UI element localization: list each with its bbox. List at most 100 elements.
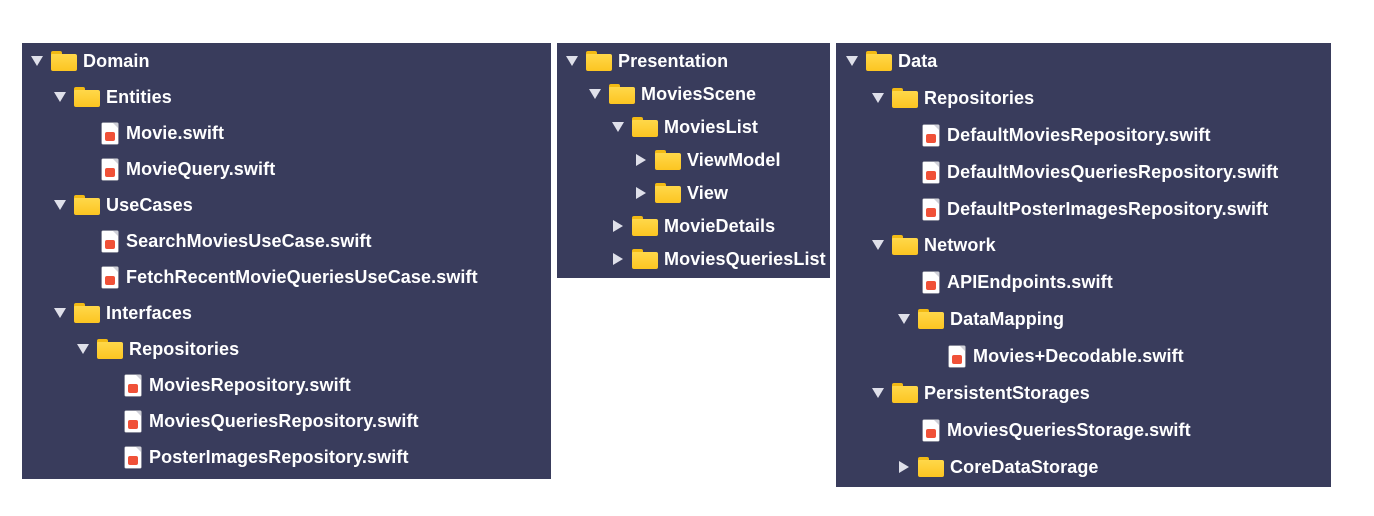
disclosure-expanded-icon[interactable] xyxy=(565,54,579,68)
folder-icon xyxy=(632,249,658,269)
tree-row-apiendpoints-swift[interactable]: APIEndpoints.swift xyxy=(836,268,1331,296)
disclosure-collapsed-icon[interactable] xyxy=(634,153,648,167)
tree-row-label: Interfaces xyxy=(106,302,193,323)
tree-row-posterimagesrepository-swift[interactable]: PosterImagesRepository.swift xyxy=(22,443,551,471)
disclosure-expanded-icon[interactable] xyxy=(871,238,885,252)
tree-row-label: DataMapping xyxy=(950,308,1065,329)
tree-row-moviedetails[interactable]: MovieDetails xyxy=(557,212,830,240)
folder-icon xyxy=(918,309,944,329)
tree-row-defaultmoviesrepository-swift[interactable]: DefaultMoviesRepository.swift xyxy=(836,121,1331,149)
folder-icon xyxy=(74,87,100,107)
tree-row-searchmoviesusecase-swift[interactable]: SearchMoviesUseCase.swift xyxy=(22,227,551,255)
tree-row-coredatastorage[interactable]: CoreDataStorage xyxy=(836,453,1331,481)
tree-row-label: FetchRecentMovieQueriesUseCase.swift xyxy=(126,266,478,287)
tree-row-network[interactable]: Network xyxy=(836,231,1331,259)
tree-row-moviesrepository-swift[interactable]: MoviesRepository.swift xyxy=(22,371,551,399)
disclosure-expanded-icon[interactable] xyxy=(588,87,602,101)
tree-row-view[interactable]: View xyxy=(557,179,830,207)
tree-row-label: Data xyxy=(898,50,938,71)
tree-row-label: MovieDetails xyxy=(664,215,776,236)
tree-row-datamapping[interactable]: DataMapping xyxy=(836,305,1331,333)
disclosure-expanded-icon[interactable] xyxy=(845,54,859,68)
tree-row-moviesquerieslist[interactable]: MoviesQueriesList xyxy=(557,245,830,273)
tree-row-label: ViewModel xyxy=(687,149,781,170)
folder-icon xyxy=(892,235,918,255)
tree-row-movie-swift[interactable]: Movie.swift xyxy=(22,119,551,147)
tree-row-label: Entities xyxy=(106,86,172,107)
disclosure-expanded-icon[interactable] xyxy=(871,91,885,105)
swift-file-icon xyxy=(923,161,939,183)
swift-file-icon xyxy=(923,198,939,220)
tree-row-viewmodel[interactable]: ViewModel xyxy=(557,146,830,174)
swift-file-icon xyxy=(125,410,141,432)
tree-row-presentation[interactable]: Presentation xyxy=(557,47,830,75)
swift-file-icon xyxy=(125,374,141,396)
tree-row-label: CoreDataStorage xyxy=(950,456,1099,477)
tree-row-domain[interactable]: Domain xyxy=(22,47,551,75)
tree-row-repositories[interactable]: Repositories xyxy=(836,84,1331,112)
disclosure-expanded-icon[interactable] xyxy=(30,54,44,68)
folder-icon xyxy=(632,117,658,137)
tree-row-data[interactable]: Data xyxy=(836,47,1331,75)
tree-row-label: SearchMoviesUseCase.swift xyxy=(126,230,372,251)
disclosure-expanded-icon[interactable] xyxy=(871,386,885,400)
domain-tree-panel: Domain Entities Movie.swift MovieQuery.s… xyxy=(22,43,551,479)
swift-file-icon xyxy=(923,271,939,293)
tree-row-defaultposterimagesrepository-swift[interactable]: DefaultPosterImagesRepository.swift xyxy=(836,195,1331,223)
tree-row-moviesqueriesstorage-swift[interactable]: MoviesQueriesStorage.swift xyxy=(836,416,1331,444)
tree-row-repositories[interactable]: Repositories xyxy=(22,335,551,363)
tree-row-label: DefaultMoviesQueriesRepository.swift xyxy=(947,161,1279,182)
folder-icon xyxy=(51,51,77,71)
tree-row-fetchrecentmoviequeriesusecase-swift[interactable]: FetchRecentMovieQueriesUseCase.swift xyxy=(22,263,551,291)
folder-icon xyxy=(74,303,100,323)
presentation-tree-panel: Presentation MoviesScene MoviesList View… xyxy=(557,43,830,278)
tree-row-usecases[interactable]: UseCases xyxy=(22,191,551,219)
tree-row-label: MoviesQueriesRepository.swift xyxy=(149,410,419,431)
swift-file-icon xyxy=(102,266,118,288)
swift-file-icon xyxy=(923,419,939,441)
tree-row-moviequery-swift[interactable]: MovieQuery.swift xyxy=(22,155,551,183)
disclosure-expanded-icon[interactable] xyxy=(611,120,625,134)
tree-row-movies-decodable-swift[interactable]: Movies+Decodable.swift xyxy=(836,342,1331,370)
folder-icon xyxy=(609,84,635,104)
folder-icon xyxy=(892,88,918,108)
tree-row-label: MoviesScene xyxy=(641,83,757,104)
tree-row-label: PosterImagesRepository.swift xyxy=(149,446,409,467)
tree-row-label: MoviesList xyxy=(664,116,759,137)
data-tree-panel: Data Repositories DefaultMoviesRepositor… xyxy=(836,43,1331,487)
tree-row-label: DefaultMoviesRepository.swift xyxy=(947,124,1211,145)
folder-icon xyxy=(655,183,681,203)
folder-icon xyxy=(918,457,944,477)
tree-row-moviesscene[interactable]: MoviesScene xyxy=(557,80,830,108)
tree-row-interfaces[interactable]: Interfaces xyxy=(22,299,551,327)
tree-row-entities[interactable]: Entities xyxy=(22,83,551,111)
tree-row-persistentstorages[interactable]: PersistentStorages xyxy=(836,379,1331,407)
disclosure-expanded-icon[interactable] xyxy=(53,306,67,320)
folder-icon xyxy=(74,195,100,215)
folder-icon xyxy=(97,339,123,359)
disclosure-expanded-icon[interactable] xyxy=(76,342,90,356)
tree-row-label: Movies+Decodable.swift xyxy=(973,345,1184,366)
tree-row-defaultmoviesqueriesrepository-swift[interactable]: DefaultMoviesQueriesRepository.swift xyxy=(836,158,1331,186)
tree-row-label: MoviesQueriesStorage.swift xyxy=(947,419,1191,440)
tree-row-moviesqueriesrepository-swift[interactable]: MoviesQueriesRepository.swift xyxy=(22,407,551,435)
tree-row-label: MoviesQueriesList xyxy=(664,248,826,269)
disclosure-collapsed-icon[interactable] xyxy=(611,252,625,266)
tree-row-label: Repositories xyxy=(129,338,240,359)
disclosure-expanded-icon[interactable] xyxy=(897,312,911,326)
swift-file-icon xyxy=(125,446,141,468)
tree-row-label: APIEndpoints.swift xyxy=(947,271,1113,292)
tree-row-movieslist[interactable]: MoviesList xyxy=(557,113,830,141)
folder-icon xyxy=(892,383,918,403)
tree-row-label: MoviesRepository.swift xyxy=(149,374,351,395)
swift-file-icon xyxy=(102,158,118,180)
disclosure-expanded-icon[interactable] xyxy=(53,90,67,104)
disclosure-expanded-icon[interactable] xyxy=(53,198,67,212)
tree-row-label: Network xyxy=(924,234,996,255)
tree-row-label: MovieQuery.swift xyxy=(126,158,276,179)
disclosure-collapsed-icon[interactable] xyxy=(611,219,625,233)
tree-row-label: Domain xyxy=(83,50,150,71)
disclosure-collapsed-icon[interactable] xyxy=(634,186,648,200)
disclosure-collapsed-icon[interactable] xyxy=(897,460,911,474)
folder-icon xyxy=(866,51,892,71)
